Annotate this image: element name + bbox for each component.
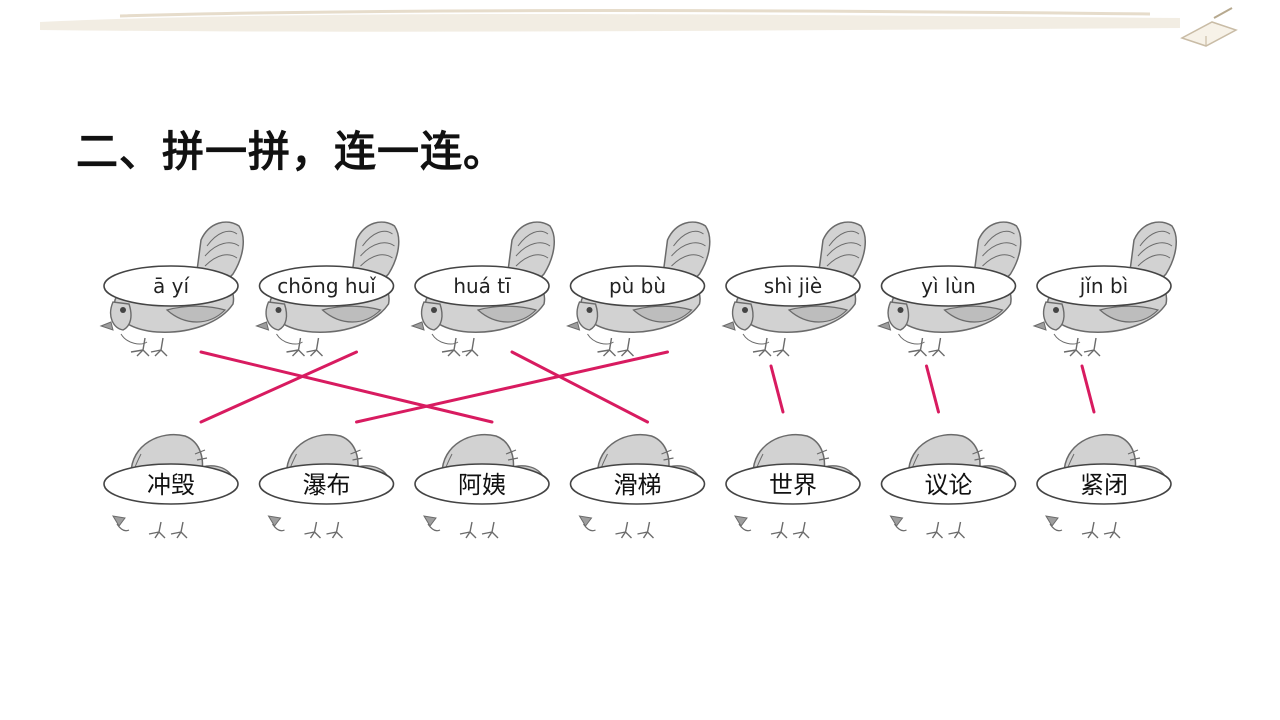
- match-line: [199, 350, 494, 424]
- word-oval: [103, 463, 239, 505]
- match-line: [199, 350, 358, 424]
- word-label: 阿姨: [458, 471, 506, 499]
- hen-card: ā yí: [100, 221, 245, 357]
- match-line: [769, 364, 785, 414]
- pinyin-oval: [569, 265, 706, 307]
- pinyin-label: pù bù: [609, 274, 666, 298]
- chick-card: 世界: [725, 433, 861, 539]
- chick-card: 瀑布: [258, 433, 395, 539]
- word-label: 瀑布: [303, 471, 351, 499]
- word-label: 冲毁: [147, 471, 195, 499]
- word-label: 世界: [769, 471, 817, 499]
- word-label: 紧闭: [1080, 471, 1128, 499]
- hen-card: jǐn bì: [1033, 221, 1178, 357]
- word-oval: [1036, 463, 1172, 505]
- chick-card: 紧闭: [1036, 433, 1172, 539]
- chick-card: 议论: [880, 433, 1017, 539]
- pinyin-label: chōng huǐ: [277, 274, 376, 298]
- hen-card: chōng huǐ: [255, 221, 400, 357]
- chick-card: 滑梯: [569, 433, 706, 539]
- match-line: [1080, 364, 1096, 414]
- pinyin-label: huá tī: [453, 274, 511, 298]
- chick-card: 冲毁: [103, 433, 239, 539]
- word-label: 滑梯: [614, 471, 662, 499]
- match-line: [510, 350, 649, 424]
- pinyin-oval: [1036, 265, 1172, 307]
- match-line: [925, 364, 940, 414]
- word-oval: [569, 463, 706, 505]
- pinyin-label: ā yí: [153, 274, 190, 298]
- pinyin-label: shì jiè: [764, 274, 822, 298]
- word-oval: [880, 463, 1017, 505]
- word-label: 议论: [925, 471, 973, 499]
- hen-card: yì lùn: [877, 221, 1022, 357]
- pinyin-label: yì lùn: [921, 274, 976, 298]
- hen-card: shì jiè: [722, 221, 867, 357]
- hen-card: huá tī: [411, 221, 556, 357]
- exercise-title: 二、拼一拼，连一连。: [76, 127, 507, 176]
- word-oval: [258, 463, 395, 505]
- pinyin-oval: [880, 265, 1017, 307]
- pinyin-label: jǐn bì: [1079, 274, 1128, 298]
- pinyin-oval: [258, 265, 395, 307]
- pinyin-oval: [414, 265, 550, 307]
- word-oval: [725, 463, 861, 505]
- pinyin-oval: [103, 265, 239, 307]
- book-icon: [1180, 7, 1238, 47]
- decorative-header-band: [40, 7, 1238, 47]
- hen-card: pù bù: [566, 221, 711, 357]
- match-line: [355, 350, 669, 424]
- chick-card: 阿姨: [414, 433, 550, 539]
- pinyin-oval: [725, 265, 861, 307]
- word-oval: [414, 463, 550, 505]
